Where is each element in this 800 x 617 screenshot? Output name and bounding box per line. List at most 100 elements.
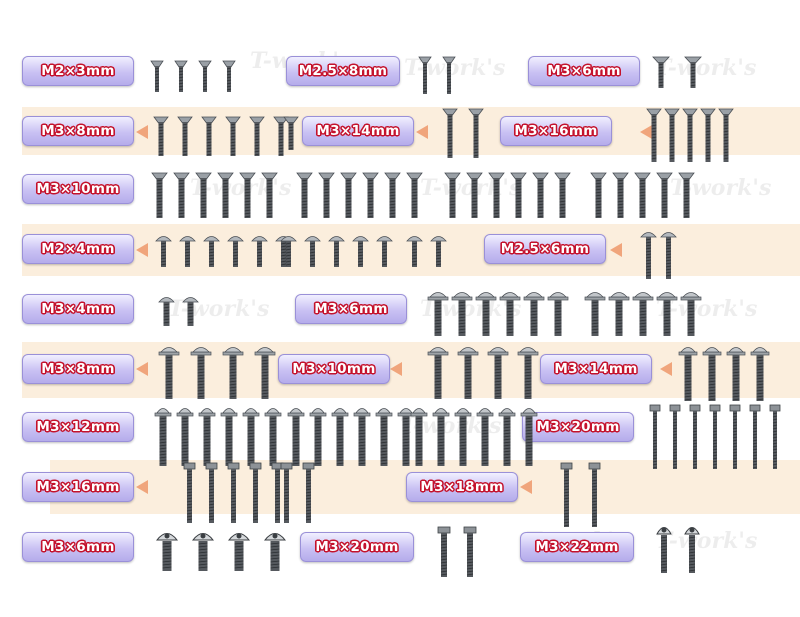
screw-icon — [283, 116, 299, 150]
screw-icon — [153, 116, 169, 156]
size-label: M3×12mm — [22, 412, 134, 442]
screw-icon — [463, 526, 477, 577]
screw-icon — [251, 236, 268, 267]
screw-icon — [427, 292, 449, 336]
screw-icon — [612, 172, 629, 218]
screw-icon — [304, 236, 321, 267]
arrow-icon — [390, 362, 402, 376]
size-label-text: M3×18mm — [420, 479, 504, 495]
screw-icon — [150, 60, 164, 92]
screw-icon — [173, 172, 190, 218]
screw-icon — [588, 462, 601, 527]
size-label-text: M3×14mm — [316, 123, 400, 139]
screw-icon — [155, 533, 179, 571]
size-label-text: M2.5×8mm — [298, 63, 388, 79]
size-label-text: M3×20mm — [536, 419, 620, 435]
size-label: M2×4mm — [22, 234, 134, 264]
size-label-text: M2×3mm — [41, 63, 115, 79]
screw-icon — [702, 347, 722, 401]
arrow-icon — [660, 362, 672, 376]
screw-icon — [249, 462, 262, 523]
screw-icon — [151, 172, 168, 218]
screw-icon — [302, 462, 315, 523]
size-label-text: M3×14mm — [554, 361, 638, 377]
size-label-text: M3×10mm — [292, 361, 376, 377]
screw-icon — [532, 172, 549, 218]
screw-icon — [182, 297, 199, 326]
screw-icon — [242, 408, 260, 466]
screw-icon — [174, 60, 188, 92]
screw-icon — [684, 56, 702, 88]
screw-icon — [309, 408, 327, 466]
screw-icon — [517, 347, 539, 399]
size-label: M3×8mm — [22, 354, 134, 384]
screw-icon — [198, 60, 212, 92]
screw-icon — [451, 292, 473, 336]
screw-icon — [227, 533, 251, 571]
arrow-icon — [416, 125, 428, 139]
screw-icon — [750, 347, 770, 401]
screw-icon — [331, 408, 349, 466]
size-label: M3×22mm — [520, 532, 634, 562]
screw-icon — [217, 172, 234, 218]
screw-icon — [769, 404, 781, 469]
size-label: M3×14mm — [302, 116, 414, 146]
screw-icon — [222, 347, 244, 399]
screw-icon — [634, 172, 651, 218]
screw-icon — [318, 172, 335, 218]
screw-icon — [656, 527, 672, 573]
screw-icon — [590, 172, 607, 218]
size-label: M3×8mm — [22, 116, 134, 146]
size-label: M2.5×8mm — [286, 56, 400, 86]
watermark: T-work's — [420, 175, 522, 201]
screw-icon — [263, 533, 287, 571]
arrow-icon — [136, 243, 148, 257]
screw-icon — [442, 56, 456, 94]
screw-icon — [340, 172, 357, 218]
size-label-text: M3×22mm — [535, 539, 619, 555]
screw-icon — [718, 108, 734, 162]
screw-icon — [227, 236, 244, 267]
screw-icon — [384, 172, 401, 218]
size-label-text: M2×4mm — [41, 241, 115, 257]
screw-icon — [475, 292, 497, 336]
size-label-text: M3×12mm — [36, 419, 120, 435]
screw-icon — [476, 408, 494, 466]
screw-icon — [273, 116, 289, 156]
screw-icon — [280, 236, 297, 267]
screw-icon — [709, 404, 721, 469]
size-label: M3×6mm — [295, 294, 407, 324]
screw-icon — [158, 297, 175, 326]
screw-icon — [406, 236, 423, 267]
screw-icon — [560, 462, 573, 527]
screw-icon — [261, 172, 278, 218]
screw-icon — [205, 462, 218, 523]
screw-icon — [427, 347, 449, 399]
arrow-icon — [136, 362, 148, 376]
screw-icon — [179, 236, 196, 267]
size-label: M2×3mm — [22, 56, 134, 86]
screw-icon — [249, 116, 265, 156]
screw-icon — [499, 292, 521, 336]
screw-icon — [554, 172, 571, 218]
screw-icon — [296, 172, 313, 218]
screw-icon — [444, 172, 461, 218]
screw-icon — [656, 172, 673, 218]
screw-icon — [158, 347, 180, 399]
size-label-text: M3×6mm — [547, 63, 621, 79]
arrow-icon — [610, 243, 622, 257]
screw-icon — [264, 408, 282, 466]
screw-icon — [397, 408, 415, 466]
screw-icon — [353, 408, 371, 466]
watermark: T-work's — [190, 175, 292, 201]
screw-icon — [328, 236, 345, 267]
screw-icon — [254, 347, 276, 399]
screw-icon — [547, 292, 569, 336]
arrow-icon — [520, 480, 532, 494]
screw-icon — [239, 172, 256, 218]
screw-icon — [680, 292, 702, 336]
screw-icon — [640, 232, 657, 279]
screw-icon — [678, 172, 695, 218]
screw-icon — [406, 172, 423, 218]
size-label-text: M3×10mm — [36, 181, 120, 197]
